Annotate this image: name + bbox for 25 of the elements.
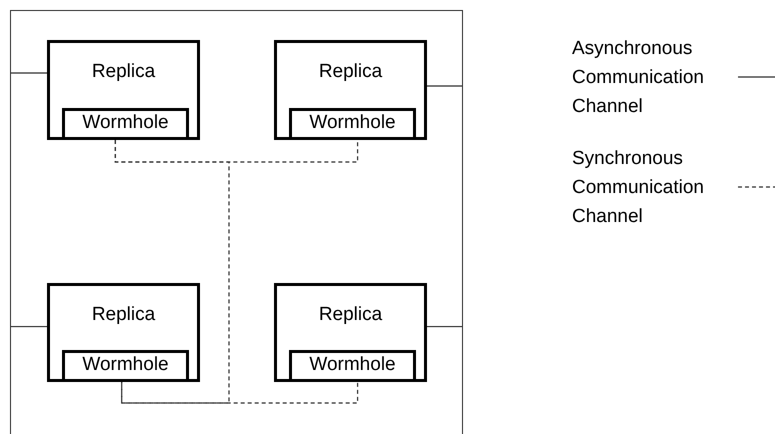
dashed-connector (114, 140, 230, 404)
replica-label: Replica (318, 304, 382, 326)
replica-box (274, 283, 427, 382)
wormhole-label: Wormhole (82, 112, 169, 134)
replica-label: Replica (92, 61, 156, 83)
replica-box (274, 40, 427, 140)
legend-label: Synchronous Communication Channel (572, 147, 705, 229)
wormhole-box (62, 108, 189, 140)
dashed-connector (121, 382, 358, 404)
wormhole-box (289, 350, 416, 382)
wormhole-box (289, 108, 416, 140)
connector-line (427, 326, 463, 328)
connector-line (10, 326, 47, 328)
replica-box (47, 40, 200, 140)
replica-label: Replica (318, 61, 382, 83)
wormhole-box (62, 350, 189, 382)
wormhole-label: Wormhole (309, 112, 396, 134)
replica-box (47, 283, 200, 382)
wormhole-label: Wormhole (309, 354, 396, 376)
connector-line (10, 72, 47, 74)
wormhole-label: Wormhole (82, 354, 169, 376)
replica-label: Replica (92, 304, 156, 326)
outer-frame (10, 10, 463, 434)
legend-label: Asynchronous Communication Channel (572, 37, 705, 119)
connector-line (427, 85, 463, 87)
